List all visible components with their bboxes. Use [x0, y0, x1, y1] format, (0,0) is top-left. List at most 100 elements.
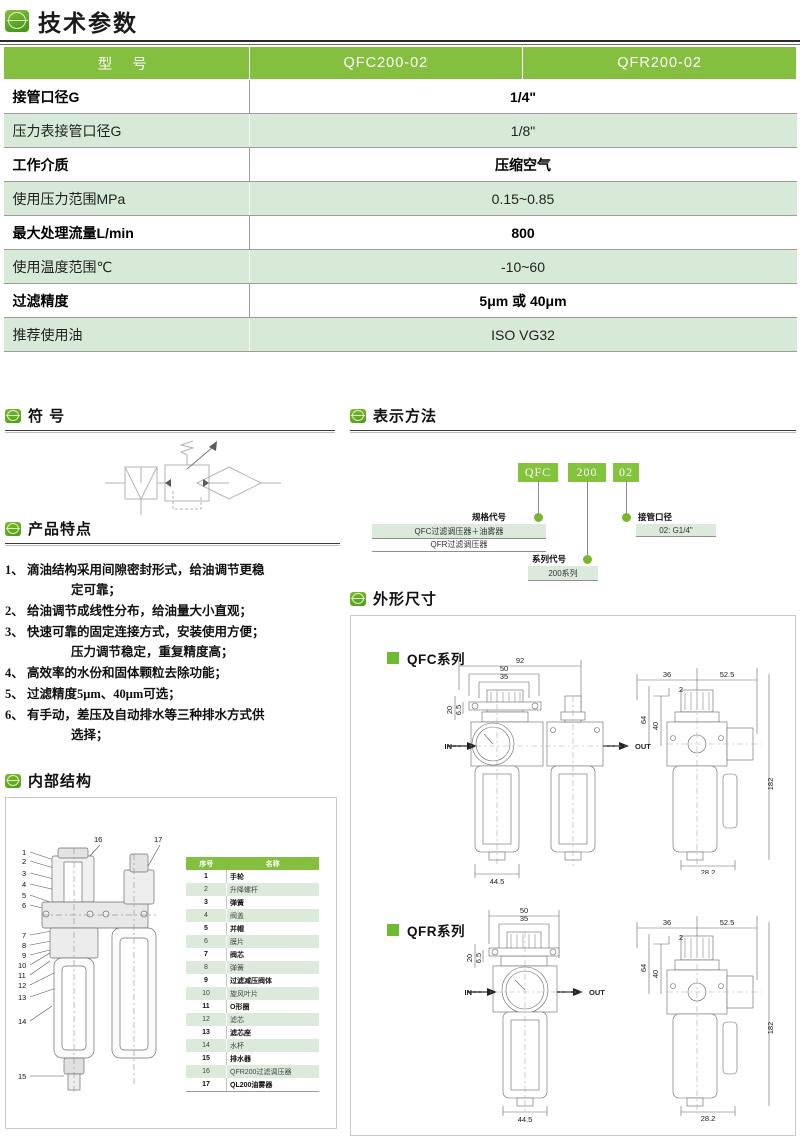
- callout-label-type: 规格代号: [472, 512, 507, 522]
- globe-icon: [350, 591, 366, 606]
- svg-text:9: 9: [22, 951, 26, 960]
- svg-text:50: 50: [520, 906, 528, 915]
- feature-text: 快速可靠的固定连接方式，安装使用方便；: [27, 625, 265, 639]
- spec-header-qfr: QFR200-02: [522, 46, 797, 80]
- spec-header-model: 型 号: [3, 46, 250, 80]
- callout-line-port: 02: G1/4": [636, 524, 716, 537]
- part-name: 膜片: [226, 935, 319, 948]
- feature-cont: 定可靠；: [71, 583, 122, 597]
- part-no: 3: [186, 896, 227, 909]
- part-name: 排水器: [226, 1052, 319, 1065]
- table-row: 推荐使用油 ISO VG32: [3, 317, 797, 352]
- dim-50: 50: [500, 664, 508, 673]
- globe-icon: [5, 10, 29, 32]
- leader-line-series: [587, 481, 589, 559]
- list-item: 6、有手动，差压及自动排水等三种排水方式供 选择；: [5, 705, 340, 745]
- globe-icon: [350, 408, 366, 423]
- parts-header-row: 序号 名称: [186, 857, 319, 870]
- code-box-type: QFC: [518, 463, 558, 482]
- part-no: 5: [186, 922, 227, 935]
- svg-text:11: 11: [18, 971, 26, 980]
- part-no: 1: [186, 870, 227, 883]
- leader-line-port: [626, 481, 628, 516]
- dim-35: 35: [500, 672, 508, 681]
- part-name: 升降螺杆: [226, 883, 319, 896]
- part-name: 滤芯座: [226, 1026, 319, 1039]
- list-item: 2、给油调节成线性分布，给油量大小直观；: [5, 601, 340, 621]
- svg-text:52.5: 52.5: [720, 918, 735, 927]
- globe-icon: [5, 521, 21, 536]
- spec-value: 5μm 或 40μm: [249, 283, 797, 318]
- dim-92: 92: [516, 656, 524, 665]
- section-divider: [5, 543, 340, 546]
- callout-line-qfc: QFC过滤调压器＋油雾器: [372, 524, 546, 539]
- part-no: 4: [186, 909, 227, 922]
- symbol-section: 符 号: [5, 405, 335, 519]
- label-in: IN: [445, 742, 453, 751]
- table-row: 工作介质 压缩空气: [3, 147, 797, 182]
- parts-header-no: 序号: [186, 857, 227, 870]
- part-no: 12: [186, 1013, 227, 1026]
- spec-value: 1/4": [249, 79, 797, 114]
- svg-text:2: 2: [22, 857, 26, 866]
- spec-value: 1/8": [249, 113, 797, 148]
- feature-number: 1、: [5, 563, 24, 577]
- series-tag-qfc: QFC系列: [387, 648, 465, 668]
- table-row: 最大处理流量L/min 800: [3, 215, 797, 250]
- svg-text:12: 12: [18, 981, 26, 990]
- part-name: 弹簧: [226, 896, 319, 909]
- dim-52-5: 52.5: [720, 670, 735, 679]
- spec-value: ISO VG32: [249, 317, 797, 352]
- dim-36: 36: [663, 670, 671, 679]
- part-no: 16: [186, 1065, 227, 1078]
- svg-text:10: 10: [18, 961, 26, 970]
- feature-text: 给油调节成线性分布，给油量大小直观；: [27, 604, 253, 618]
- dimensions-title: 外形尺寸: [373, 591, 438, 608]
- feature-text: 过滤精度5μm、40μm可选；: [27, 687, 181, 701]
- part-name: QL200油雾器: [226, 1078, 319, 1092]
- spec-label: 最大处理流量L/min: [3, 215, 250, 250]
- qfc-dimension-drawing: 92 50 35 20 6.5 IN OUT 36 52.5 2 64 40 1…: [445, 656, 776, 874]
- part-name: O形圈: [226, 1000, 319, 1013]
- svg-text:14: 14: [18, 1017, 26, 1026]
- svg-text:8: 8: [22, 941, 26, 950]
- feature-text: 有手动，差压及自动排水等三种排水方式供: [27, 708, 265, 722]
- leader-line-type: [538, 481, 540, 516]
- part-no: 2: [186, 883, 227, 896]
- code-box-port: 02: [613, 463, 639, 482]
- part-no: 13: [186, 1026, 227, 1039]
- part-name: 并帽: [226, 922, 319, 935]
- svg-text:IN: IN: [465, 988, 473, 997]
- dim-20: 20: [445, 706, 454, 714]
- svg-text:6: 6: [22, 901, 26, 910]
- feature-cont: 选择；: [71, 728, 109, 742]
- list-item: 3、快速可靠的固定连接方式，安装使用方便； 压力调节稳定，重复精度高；: [5, 622, 340, 662]
- table-row: 使用温度范围℃ -10~60: [3, 249, 797, 284]
- part-name: QFR200过滤调压器: [226, 1065, 319, 1078]
- svg-text:6.5: 6.5: [474, 953, 483, 963]
- symbol-title: 符 号: [28, 408, 66, 425]
- list-item: 4、高效率的水份和固体颗粒去除功能；: [5, 663, 340, 683]
- part-no: 10: [186, 987, 227, 1000]
- feature-number: 4、: [5, 666, 24, 680]
- table-row: 使用压力范围MPa 0.15~0.85: [3, 181, 797, 216]
- callout-line-qfr: QFR过滤调压器: [372, 537, 546, 552]
- part-name: 弹簧: [226, 961, 319, 974]
- part-no: 9: [186, 974, 227, 987]
- series-tag-qfr: QFR系列: [387, 920, 465, 940]
- svg-text:35: 35: [520, 914, 528, 923]
- callout-label-port: 接管口径: [638, 512, 673, 522]
